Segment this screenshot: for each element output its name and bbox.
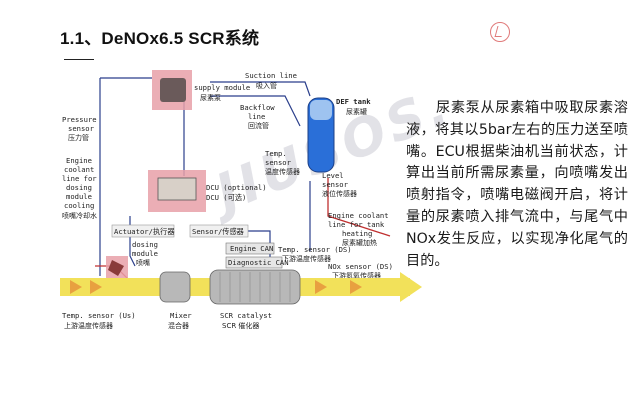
- title-underline: [64, 59, 94, 60]
- suction-line-label: Suction line: [245, 71, 297, 80]
- ds-temp-sensor-cn: 下游温度传感器: [282, 254, 331, 263]
- supply-module-cn: 尿素泵: [200, 93, 221, 102]
- coolant-tank-label-1: Engine coolant: [328, 211, 389, 220]
- diagnostic-can-label: Diagnostic CAN: [228, 258, 289, 267]
- coolant-tank-cn: 尿素罐加热: [342, 238, 377, 247]
- backflow-line-label-1: Backflow: [240, 103, 275, 112]
- def-tank-cn: 尿素罐: [346, 107, 367, 116]
- page-title: 1.1、DeNOx6.5 SCR系统: [60, 29, 260, 48]
- diagnostic-can-box: [225, 256, 283, 269]
- backflow-line-cn: 回流管: [248, 121, 269, 130]
- engine-coolant-label-6: cooling: [64, 201, 94, 210]
- mixer-label: Mixer: [170, 311, 192, 320]
- ds-temp-sensor-label: Temp. sensor (DS): [278, 245, 352, 254]
- actuator-legend: Actuator/执行器: [114, 227, 175, 236]
- dcu-label: DCU (optional): [206, 183, 267, 192]
- supply-module-icon: [160, 78, 186, 102]
- brand-logo-icon: [490, 22, 510, 42]
- dcu-icon: [157, 177, 197, 201]
- scr-system-diagram: supply module 尿素泵 Suction line 吸入管 Backf…: [60, 66, 430, 338]
- engine-can-box: [225, 242, 275, 255]
- description-text: 尿素泵从尿素箱中吸取尿素溶液，将其以5bar左右的压力送至喷嘴。ECU根据柴油机…: [406, 100, 628, 269]
- exhaust-arrow-icon: [400, 272, 422, 302]
- engine-coolant-label-4: dosing: [66, 183, 92, 192]
- backflow-line: [210, 95, 301, 127]
- supply-module-label: supply module: [194, 83, 250, 92]
- us-temp-sensor-label: Temp. sensor (Us): [62, 311, 136, 320]
- pressure-sensor-cn: 压力管: [68, 133, 89, 142]
- nox-sensor-label: NOx sensor (DS): [328, 262, 393, 271]
- mixer-cn: 混合器: [168, 321, 189, 330]
- scr-catalyst-label: SCR catalyst: [220, 311, 272, 320]
- engine-coolant-label-2: coolant: [64, 165, 94, 174]
- engine-coolant-label-5: module: [66, 192, 92, 201]
- nox-sensor-cn: 下游氮氧传感器: [332, 271, 381, 280]
- engine-coolant-label-3: line for: [62, 174, 97, 183]
- dosing-module-label-1: dosing: [132, 240, 158, 249]
- mixer-icon: [159, 271, 191, 303]
- tank-temp-sensor-cn: 温度传感器: [265, 167, 300, 176]
- engine-coolant-label-1: Engine: [66, 156, 92, 165]
- dcu-label-cn: DCU (可选): [206, 193, 246, 202]
- tank-temp-sensor-label-1: Temp.: [265, 149, 287, 158]
- us-temp-sensor-cn: 上游温度传感器: [64, 321, 113, 330]
- suction-line: [210, 81, 311, 97]
- backflow-line-label-2: line: [248, 112, 265, 121]
- scr-catalyst-icon: [209, 269, 301, 305]
- coolant-tank-label-3: heating: [342, 229, 372, 238]
- tank-temp-sensor-label-2: sensor: [265, 158, 292, 167]
- pressure-sensor-label-1: Pressure: [62, 115, 97, 124]
- dosing-module-cn: 喷嘴: [136, 258, 150, 267]
- engine-coolant-cn: 喷嘴冷却水: [62, 211, 97, 220]
- pressure-sensor-label-2: sensor: [68, 124, 95, 133]
- level-sensor-cn: 液位传感器: [322, 189, 357, 198]
- suction-line-cn: 吸入管: [256, 81, 277, 90]
- sensor-legend: Sensor/传感器: [192, 227, 244, 236]
- engine-can-label: Engine CAN: [230, 244, 273, 253]
- scr-catalyst-cn: SCR 催化器: [222, 321, 259, 330]
- dosing-module-label-2: module: [132, 249, 158, 258]
- level-sensor-label-1: Level: [322, 171, 344, 180]
- coolant-tank-label-2: line for tank: [328, 220, 385, 229]
- def-tank-label: DEF tank: [336, 97, 371, 106]
- level-sensor-label-2: sensor: [322, 180, 349, 189]
- dosing-module-icon: [108, 260, 124, 276]
